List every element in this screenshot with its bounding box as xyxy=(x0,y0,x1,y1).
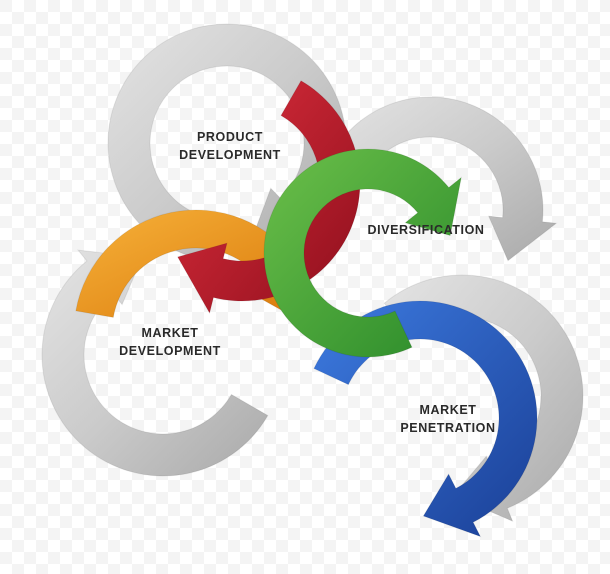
label-market-development: MARKET DEVELOPMENT xyxy=(100,324,240,360)
gray-arrow-market-penetration xyxy=(383,274,584,523)
label-line: PRODUCT xyxy=(196,130,263,144)
label-diversification: DIVERSIFICATION xyxy=(356,221,496,239)
gray-arrow-diversification xyxy=(323,96,558,262)
label-line: DEVELOPMENT xyxy=(179,148,281,162)
label-line: DEVELOPMENT xyxy=(119,344,221,358)
label-line: PENETRATION xyxy=(400,421,496,435)
label-line: DIVERSIFICATION xyxy=(367,223,485,237)
label-product-development: PRODUCT DEVELOPMENT xyxy=(160,128,300,164)
blue-arrow xyxy=(313,300,538,538)
green-arrow xyxy=(263,148,463,358)
label-market-penetration: MARKET PENETRATION xyxy=(378,401,518,437)
label-line: MARKET xyxy=(141,326,199,340)
label-line: MARKET xyxy=(419,403,477,417)
